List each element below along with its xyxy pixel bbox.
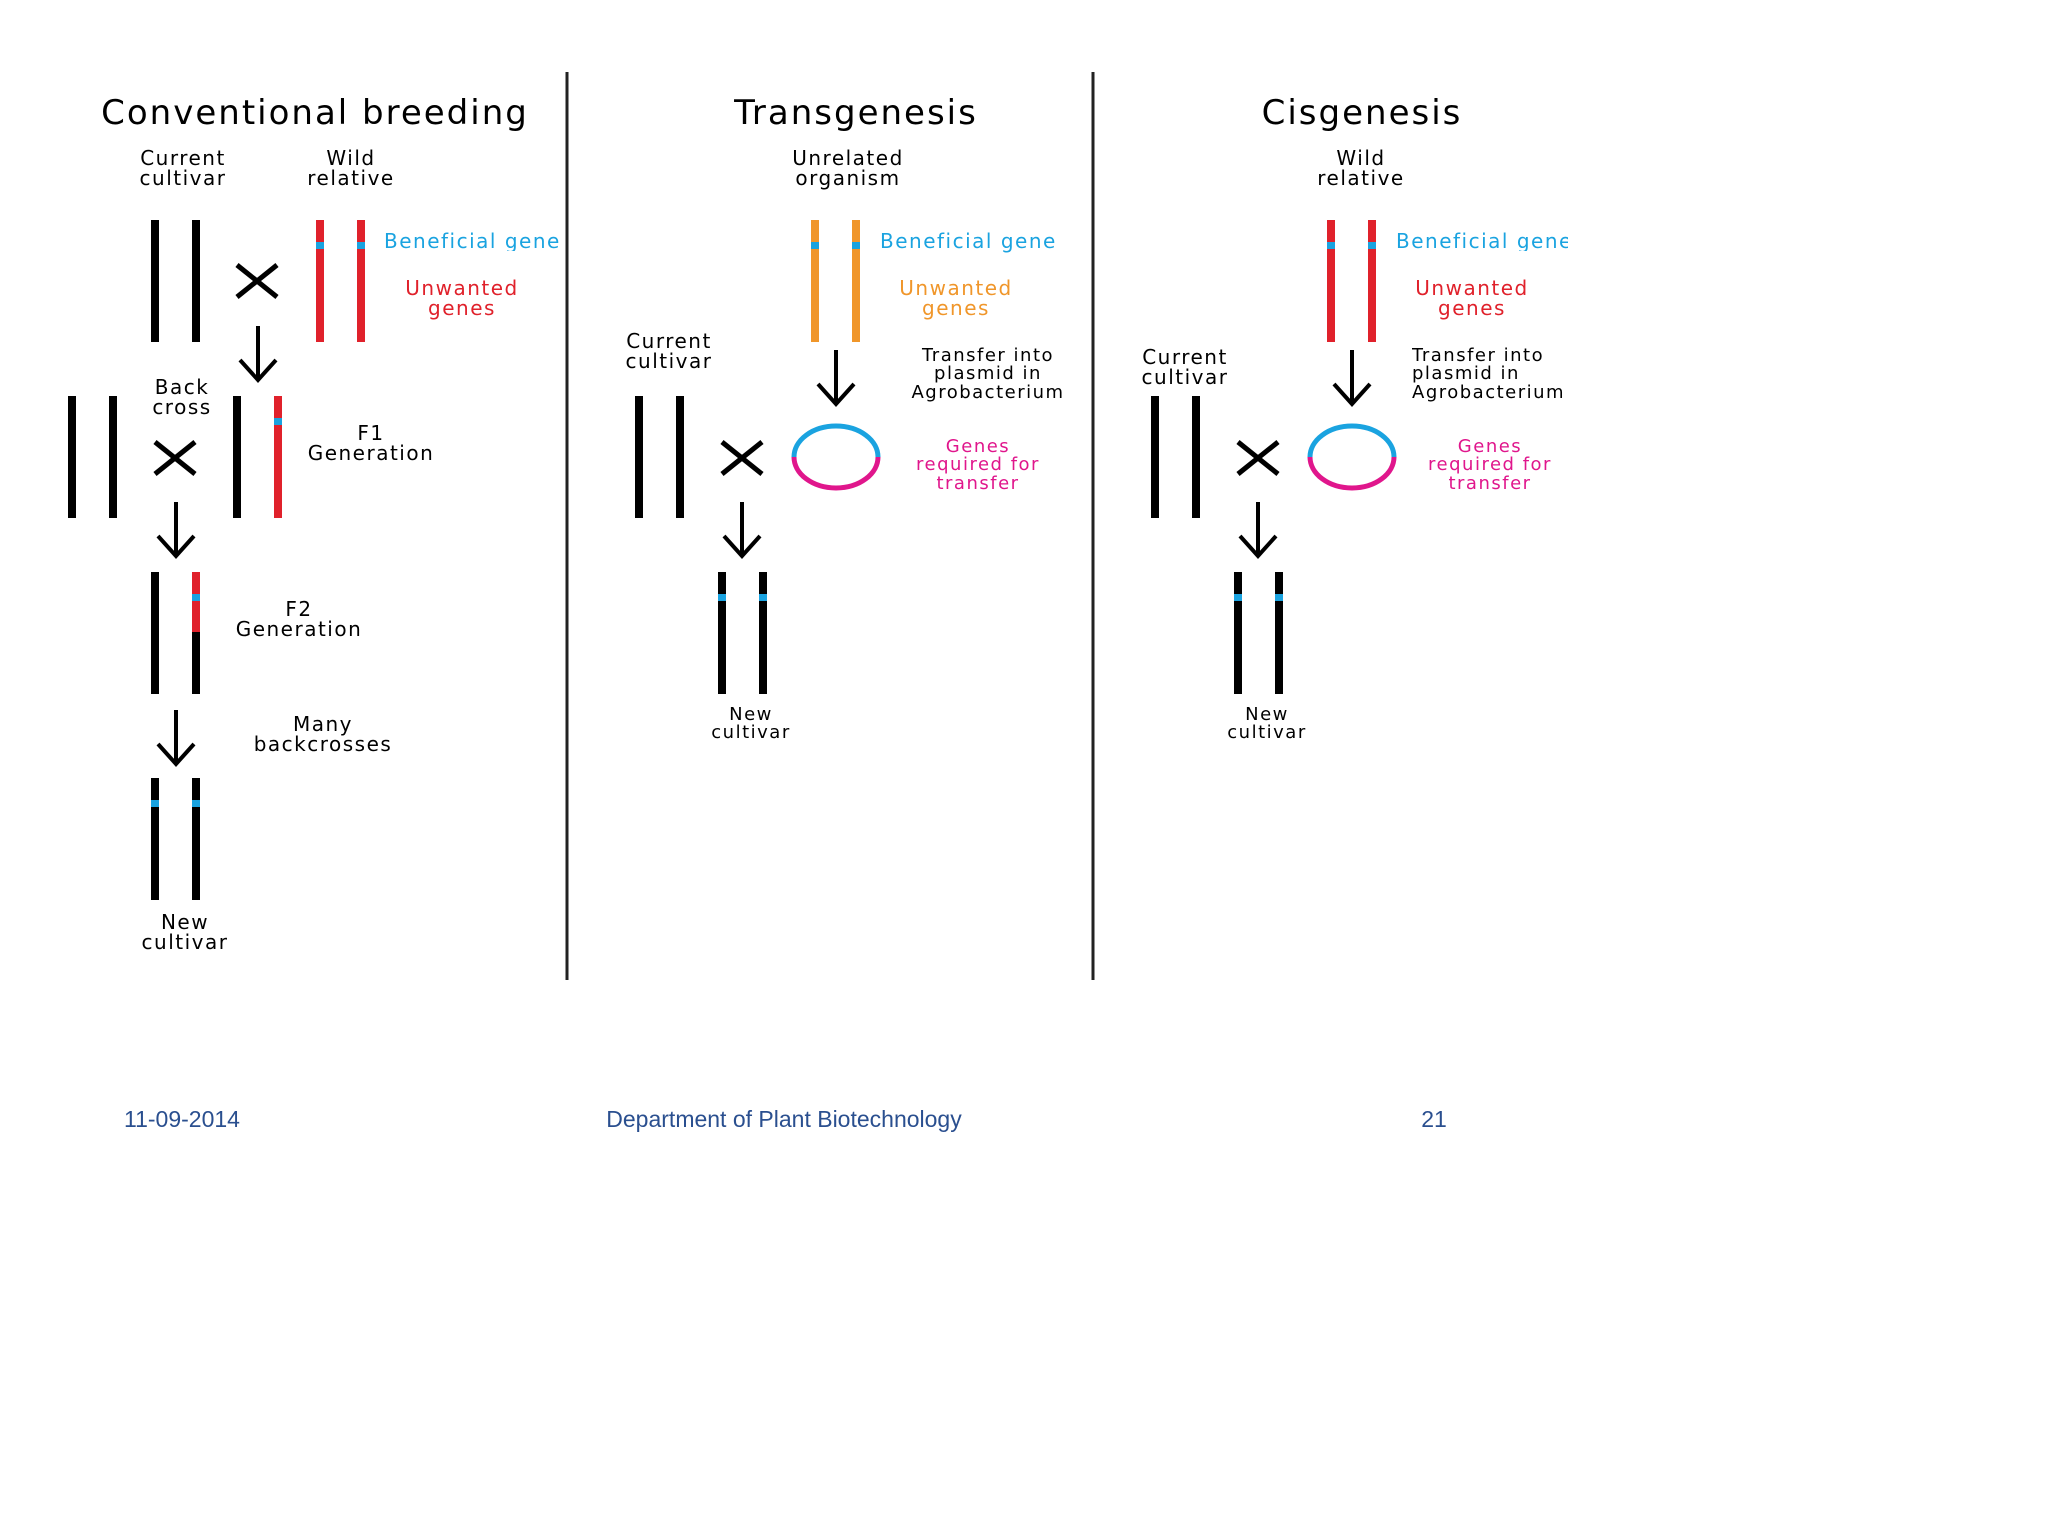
beneficial-gene-mark [357, 242, 365, 249]
transgenesis-title: Transgenesis [734, 93, 978, 133]
arrow-down-icon [1238, 502, 1278, 559]
transfer-label: Transfer into plasmid in Agrobacterium [1412, 347, 1566, 403]
f1-generation-label: F1 Generation [307, 421, 435, 466]
cross-icon [153, 440, 197, 476]
new-cultivar-label: New cultivar [141, 910, 229, 955]
wild-relative-label: Wild relative [307, 146, 395, 191]
beneficial-gene-label: Beneficial gene [1396, 231, 1568, 252]
transgenesis-graphics [635, 220, 881, 694]
beneficial-gene-mark [274, 418, 282, 425]
unwanted-genes-label: Unwanted genes [1415, 276, 1529, 321]
slide: Conventional breeding Current cultivar W… [68, 72, 1568, 1132]
wild-relative-label: Wild relative [1317, 146, 1405, 191]
beneficial-gene-mark [1368, 242, 1376, 249]
conventional-graphics [68, 220, 365, 900]
beneficial-gene-mark [852, 242, 860, 249]
current-cultivar-label: Current cultivar [625, 329, 713, 374]
beneficial-gene-mark [1234, 594, 1242, 601]
plasmid-icon [791, 423, 881, 491]
beneficial-gene-mark [192, 800, 200, 807]
arrow-down-icon [722, 502, 762, 559]
arrow-down-icon [156, 710, 196, 767]
beneficial-gene-mark [1275, 594, 1283, 601]
footer-page-number: 21 [1421, 1106, 1447, 1132]
genes-required-label: Genes required for transfer [1428, 438, 1552, 494]
transfer-label: Transfer into plasmid in Agrobacterium [911, 345, 1065, 403]
beneficial-gene-mark [718, 594, 726, 601]
arrow-down-icon [238, 326, 278, 383]
cross-icon [235, 263, 279, 299]
beneficial-gene-label: Beneficial gene [880, 229, 1057, 253]
current-cultivar-label: Current cultivar [1141, 345, 1229, 390]
unwanted-genes-label: Unwanted genes [899, 276, 1013, 321]
beneficial-gene-label: Beneficial gene [384, 231, 561, 252]
cross-icon [720, 440, 764, 476]
back-cross-label: Back cross [152, 375, 212, 420]
unrelated-organism-label: Unrelated organism [792, 146, 904, 191]
new-cultivar-label: New cultivar [1227, 704, 1307, 744]
footer-date: 11-09-2014 [124, 1106, 240, 1132]
cisgenesis-title: Cisgenesis [1261, 93, 1463, 133]
f2-generation-label: F2 Generation [235, 597, 363, 642]
beneficial-gene-mark [811, 242, 819, 249]
cisgenesis-graphics [1151, 220, 1397, 694]
beneficial-gene-mark [759, 594, 767, 601]
beneficial-gene-mark [192, 594, 200, 601]
arrow-down-icon [156, 502, 196, 559]
genes-required-label: Genes required for transfer [916, 436, 1040, 494]
plasmid-icon [1307, 423, 1397, 491]
beneficial-gene-mark [316, 242, 324, 249]
arrow-down-icon [816, 350, 856, 407]
many-backcrosses-label: Many backcrosses [253, 712, 393, 757]
arrow-down-icon [1332, 350, 1372, 407]
unwanted-genes-label: Unwanted genes [405, 276, 519, 321]
footer-department: Department of Plant Biotechnology [606, 1106, 962, 1132]
current-cultivar-label: Current cultivar [139, 146, 227, 191]
new-cultivar-label: New cultivar [711, 704, 791, 744]
beneficial-gene-mark [151, 800, 159, 807]
diagram-graphics [68, 72, 1397, 980]
cross-icon [1236, 440, 1280, 476]
beneficial-gene-mark [1327, 242, 1335, 249]
conventional-title: Conventional breeding [101, 93, 529, 133]
